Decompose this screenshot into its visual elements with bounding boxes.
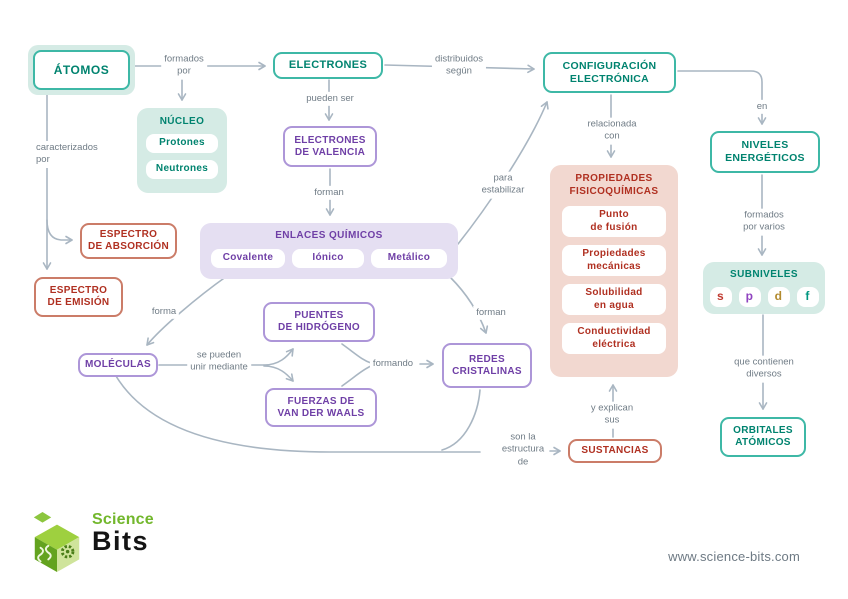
edge-label-se-pueden-unir: se pueden unir mediante [187, 348, 251, 376]
edge-label-pueden-ser: pueden ser [303, 91, 357, 107]
node-orbitales-atomicos: ORBITALES ATÓMICOS [720, 417, 806, 457]
propiedad-solubilidad: Solubilidad en agua [562, 284, 666, 315]
subnivel-s: s [709, 286, 732, 307]
subnivel-d: d [767, 286, 790, 307]
edge-union-puentes [263, 348, 294, 366]
edge-label-formados-por-varios: formados por varios [740, 208, 788, 236]
propiedad-punto-fusion: Punto de fusión [562, 206, 666, 237]
node-atomos: ÁTOMOS [28, 45, 135, 95]
enlace-metalico: Metálico [371, 248, 447, 268]
edge-label-son-la-estructura: son la estructura de [498, 430, 548, 470]
subnivel-f: f [796, 286, 819, 307]
edge-puentes-formando [341, 343, 372, 364]
edge-label-forman-1: forman [311, 185, 347, 201]
edge-covalente-moleculas [146, 275, 228, 346]
node-redes-cristalinas: REDES CRISTALINAS [442, 343, 532, 388]
nucleo-title: NÚCLEO [159, 116, 205, 127]
node-enlaces-quimicos: ENLACES QUÍMICOS Covalente Iónico Metáli… [200, 223, 458, 279]
node-espectro-absorcion: ESPECTRO DE ABSORCIÓN [80, 223, 177, 259]
node-moleculas: MOLÉCULAS [78, 353, 158, 377]
edge-label-forma: forma [148, 304, 180, 320]
edge-label-forman-2: forman [473, 305, 509, 321]
science-bits-logo: Science Bits [28, 511, 154, 573]
propiedad-conductividad: Conductividad eléctrica [562, 323, 666, 354]
edge-moleculas-sustancias [115, 375, 481, 453]
node-electrones: ELECTRONES [273, 52, 383, 79]
edge-label-formados-por: formados por [161, 52, 207, 80]
node-propiedades-fisicoquimicas: PROPIEDADES FISICOQUÍMICAS Punto de fusi… [550, 165, 678, 377]
enlaces-row: Covalente Iónico Metálico [200, 248, 458, 268]
edge-label-que-contienen: que contienen diversos [731, 355, 797, 383]
propiedad-mecanicas: Propiedades mecánicas [562, 245, 666, 276]
enlace-covalente: Covalente [211, 248, 285, 268]
edge-metalico-redes [449, 276, 489, 334]
node-subniveles: SUBNIVELES s p d f [703, 262, 825, 314]
edge-label-y-explican-sus: y explican sus [587, 401, 637, 429]
edge-config-niveles [677, 70, 767, 125]
edge-label-para-estabilizar: para estabilizar [478, 171, 528, 199]
node-fuerzas-van-der-waals: FUERZAS DE VAN DER WAALS [265, 388, 377, 427]
edge-label-formando: formando [369, 356, 417, 372]
node-sustancias: SUSTANCIAS [568, 439, 662, 463]
website-url: www.science-bits.com [668, 549, 800, 564]
enlace-ionico: Iónico [292, 248, 364, 268]
nucleo-item-neutrones: Neutrones [146, 159, 218, 179]
edge-fuerzas-formando [341, 365, 372, 387]
node-nucleo: NÚCLEO Protones Neutrones [137, 108, 227, 193]
edge-redes-sustancias [441, 389, 481, 451]
subnivel-p: p [738, 286, 761, 307]
node-niveles-energeticos: NIVELES ENERGÉTICOS [710, 131, 820, 173]
propiedades-title: PROPIEDADES FISICOQUÍMICAS [569, 173, 659, 197]
logo-bits-word: Bits [92, 526, 150, 556]
science-bits-cube-icon [33, 512, 80, 572]
edge-label-relacionada-con: relacionada con [584, 117, 640, 145]
edge-union-fuerzas [263, 365, 294, 382]
logo-text: Science Bits [92, 511, 154, 573]
edge-label-en: en [753, 99, 771, 115]
node-espectro-emision: ESPECTRO DE EMISIÓN [34, 277, 123, 317]
edge-atomos-absorcion [46, 219, 73, 245]
node-puentes-hidrogeno: PUENTES DE HIDRÓGENO [263, 302, 375, 342]
subniveles-row: s p d f [703, 286, 825, 307]
subniveles-title: SUBNIVELES [730, 269, 798, 280]
enlaces-title: ENLACES QUÍMICOS [275, 230, 383, 241]
logo-science-word: Science [92, 511, 154, 528]
edge-label-caracterizados-por: caracterizados por [33, 141, 101, 168]
node-configuracion-electronica: CONFIGURACIÓN ELECTRÓNICA [543, 52, 676, 93]
nucleo-item-protones: Protones [146, 133, 218, 153]
node-electrones-valencia: ELECTRONES DE VALENCIA [283, 126, 377, 167]
node-atomos-label: ÁTOMOS [33, 50, 130, 90]
edge-label-distribuidos-segun: distribuidos según [431, 52, 487, 80]
